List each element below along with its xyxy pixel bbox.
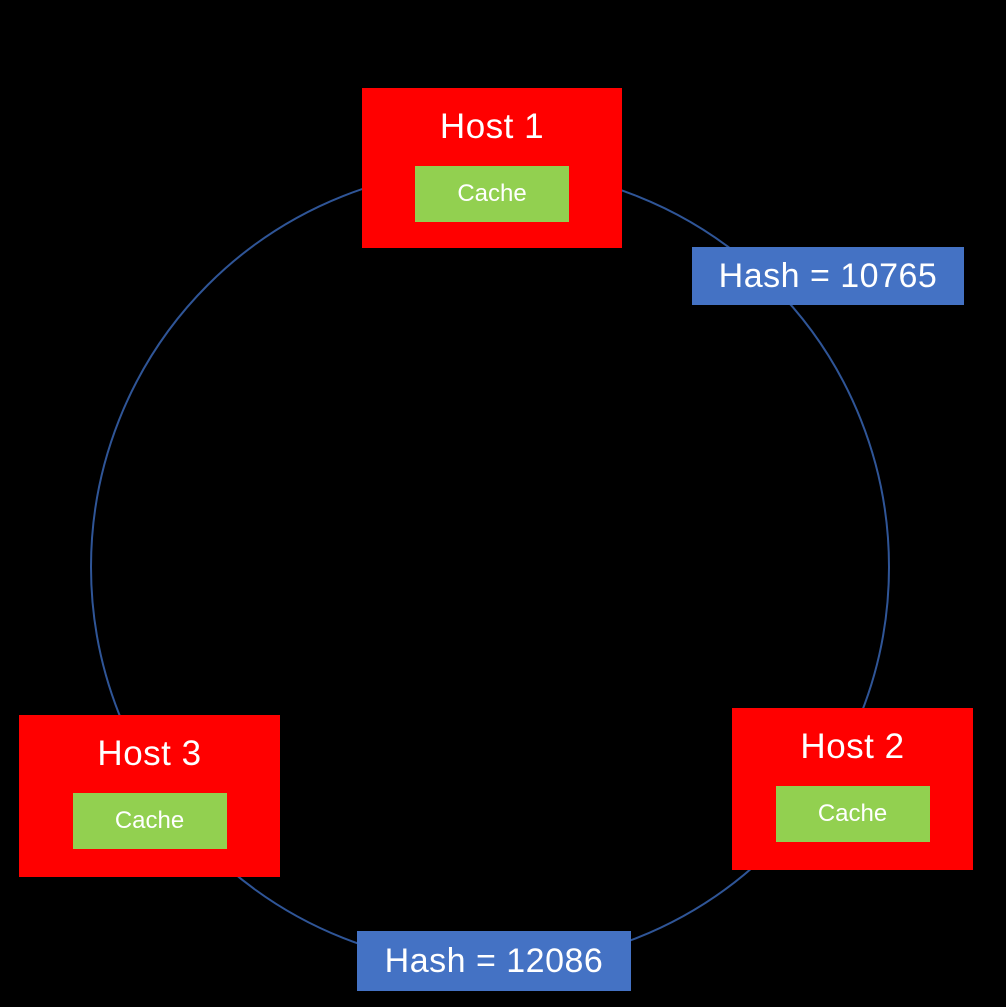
- host-1-cache-label: Cache: [457, 180, 527, 207]
- host-3-cache-box: Cache: [72, 793, 227, 849]
- host-1-box: Host 1 Cache: [362, 88, 622, 248]
- host-3-label: Host 3: [97, 734, 202, 773]
- host-2-cache-label: Cache: [817, 800, 888, 827]
- host-1-label: Host 1: [439, 107, 545, 146]
- host-3-box: Host 3 Cache: [19, 715, 280, 877]
- host-2-box: Host 2 Cache: [732, 708, 973, 870]
- host-2-label: Host 2: [800, 727, 905, 766]
- host-2-cache-box: Cache: [775, 786, 930, 842]
- hash-badge-bottom: Hash = 12086: [357, 931, 631, 991]
- hash-badge-top: Hash = 10765: [692, 247, 964, 305]
- host-3-cache-label: Cache: [114, 807, 185, 834]
- hash-badge-bottom-label: Hash = 12086: [384, 941, 604, 980]
- host-1-cache-box: Cache: [415, 166, 569, 222]
- hash-badge-top-label: Hash = 10765: [718, 256, 938, 295]
